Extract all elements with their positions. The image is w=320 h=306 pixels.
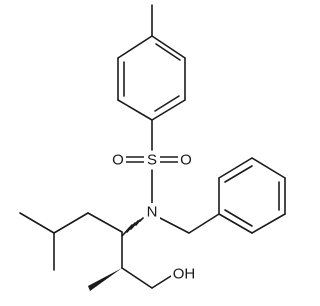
sulfonyl-oxygen-left-label: O (112, 152, 124, 169)
isopropyl-upper-methyl (19, 212, 55, 234)
nitrogen-benzyl-bond (159, 217, 190, 234)
ch2-oh-bond (151, 275, 172, 289)
stereo-wedge-bond (88, 268, 122, 291)
sulfur-atom-label: S (147, 152, 157, 169)
stereo-hash-bond (121, 217, 144, 237)
benzyl-ch2-bond (188, 213, 220, 234)
c2-ch2-bond (121, 267, 153, 289)
nitrogen-atom-label: N (147, 204, 158, 221)
ch2-ch-bond (53, 212, 89, 234)
phenyl-ring (218, 157, 286, 234)
sulfonyl-double-bonds (124, 156, 180, 163)
hydroxyl-group-label: OH (173, 266, 196, 283)
sulfonyl-oxygen-right-label: O (180, 152, 192, 169)
c1-ch2-bond (87, 212, 123, 233)
tolyl-ring (117, 35, 186, 121)
chemical-structure-diagram: S O O N OH (19, 4, 286, 291)
